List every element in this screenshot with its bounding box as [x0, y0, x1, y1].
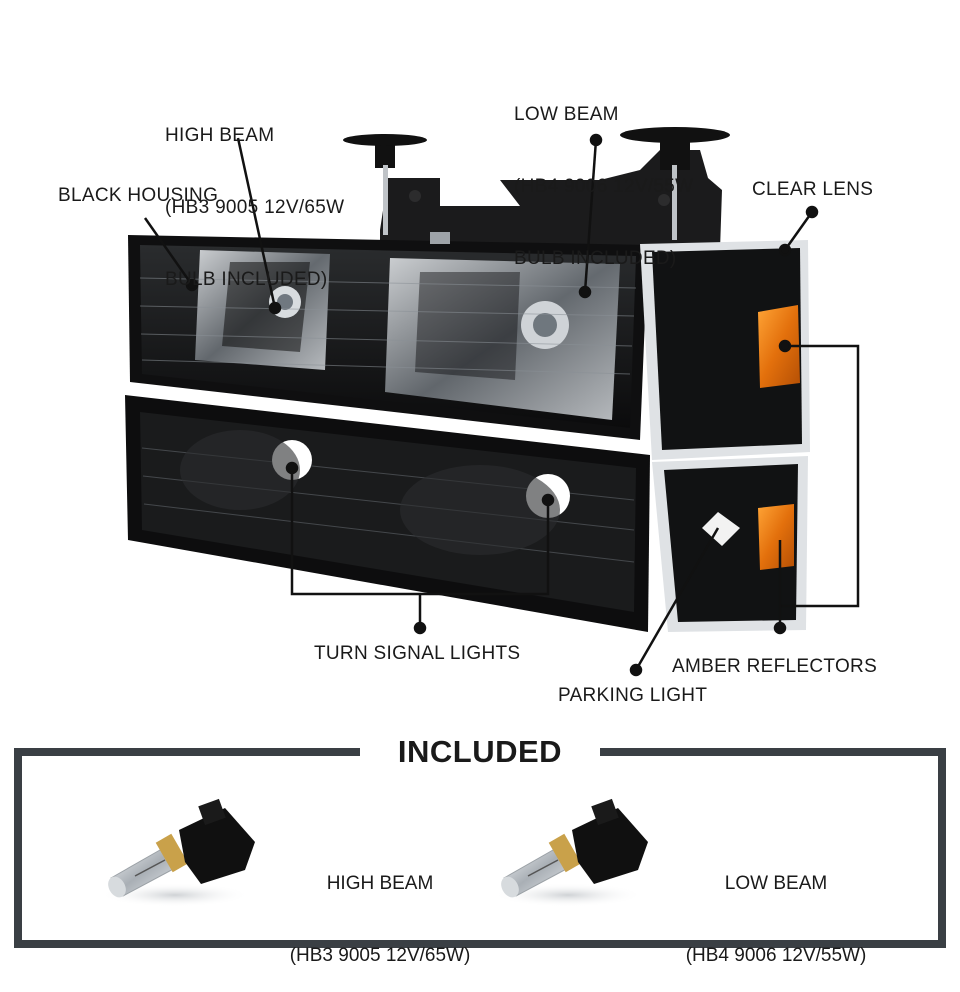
corner-lamp-upper: [640, 240, 810, 460]
low-beam-line-3: BULB INCLUDED): [514, 248, 677, 269]
headlight-assembly-illustration: [14, 127, 946, 948]
black-housing-label: BLACK HOUSING: [58, 185, 219, 206]
hb3-bulb-image: [100, 798, 255, 907]
callout-lines: [143, 133, 860, 677]
mounting-bracket: [343, 127, 730, 250]
included-item-spec: (HB3 9005 12V/65W): [289, 945, 471, 966]
included-item-low-beam: LOW BEAM (HB4 9006 12V/55W): [676, 824, 876, 992]
bumper-light-housing: [125, 395, 650, 632]
high-beam-line-3: BULB INCLUDED): [165, 269, 328, 290]
amber-reflectors-label: AMBER REFLECTORS: [672, 656, 878, 677]
low-beam-callout: LOW BEAM (HB4 9006 12V/55W BULB INCLUDED…: [514, 55, 693, 295]
included-title: INCLUDED: [360, 734, 600, 770]
high-beam-line-1: HIGH BEAM: [165, 125, 275, 146]
included-item-high-beam: HIGH BEAM (HB3 9005 12V/65W): [280, 824, 480, 992]
included-item-spec: (HB4 9006 12V/55W): [685, 945, 867, 966]
hb4-bulb-image: [493, 798, 648, 907]
included-item-name: HIGH BEAM: [326, 873, 434, 894]
high-beam-callout: HIGH BEAM (HB3 9005 12V/65W BULB INCLUDE…: [165, 76, 344, 316]
high-beam-line-2: (HB3 9005 12V/65W: [165, 197, 345, 218]
included-frame: [14, 748, 946, 948]
turn-signal-label: TURN SIGNAL LIGHTS: [314, 643, 521, 664]
clear-lens-label: CLEAR LENS: [752, 179, 874, 200]
included-item-name: LOW BEAM: [724, 873, 828, 894]
corner-lamp-lower: [652, 456, 808, 632]
parking-light-label: PARKING LIGHT: [558, 685, 708, 706]
headlamp-housing: [128, 232, 648, 440]
low-beam-line-2: (HB4 9006 12V/55W: [514, 176, 694, 197]
low-beam-line-1: LOW BEAM: [514, 104, 619, 125]
